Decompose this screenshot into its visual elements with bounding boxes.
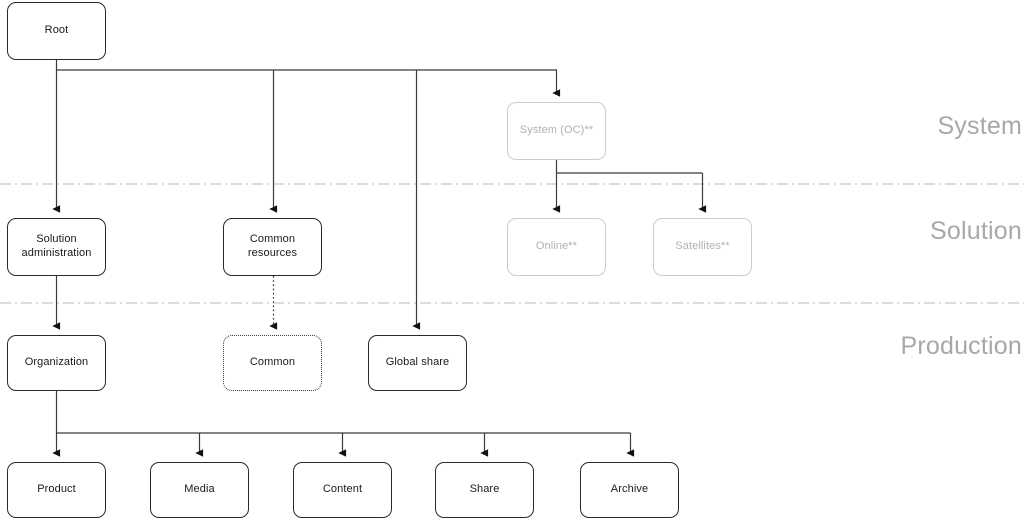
node-online-label: Online** xyxy=(535,240,578,253)
node-content[interactable]: Content xyxy=(293,462,392,518)
node-solution-administration-label: Solution administration xyxy=(21,233,92,259)
node-global-share-label: Global share xyxy=(385,356,450,369)
node-product-label: Product xyxy=(37,483,76,496)
node-satellites-label: Satellites** xyxy=(675,240,730,253)
node-system-oc[interactable]: System (OC)** xyxy=(507,102,606,160)
edge-system-oc-bus xyxy=(555,160,703,174)
node-share-label: Share xyxy=(469,483,500,496)
edge-root-bus xyxy=(55,60,557,71)
node-root-label: Root xyxy=(44,24,69,37)
node-organization-label: Organization xyxy=(24,356,89,369)
node-media-label: Media xyxy=(184,483,215,496)
node-archive[interactable]: Archive xyxy=(580,462,679,518)
node-online[interactable]: Online** xyxy=(507,218,606,276)
node-solution-administration[interactable]: Solution administration xyxy=(7,218,106,276)
zone-label-production: Production xyxy=(900,332,1022,360)
zone-label-system: System xyxy=(937,112,1022,140)
edge-organization-bus xyxy=(55,391,631,434)
node-media[interactable]: Media xyxy=(150,462,249,518)
node-product[interactable]: Product xyxy=(7,462,106,518)
node-global-share[interactable]: Global share xyxy=(368,335,467,391)
node-common-label: Common xyxy=(249,356,296,369)
node-organization[interactable]: Organization xyxy=(7,335,106,391)
node-common-resources-label: Common resources xyxy=(247,233,298,259)
zone-label-solution: Solution xyxy=(930,217,1022,245)
node-content-label: Content xyxy=(322,483,363,496)
node-archive-label: Archive xyxy=(610,483,649,496)
node-common-resources[interactable]: Common resources xyxy=(223,218,322,276)
node-system-oc-label: System (OC)** xyxy=(519,124,594,137)
node-share[interactable]: Share xyxy=(435,462,534,518)
node-root[interactable]: Root xyxy=(7,2,106,60)
node-satellites[interactable]: Satellites** xyxy=(653,218,752,276)
node-common[interactable]: Common xyxy=(223,335,322,391)
